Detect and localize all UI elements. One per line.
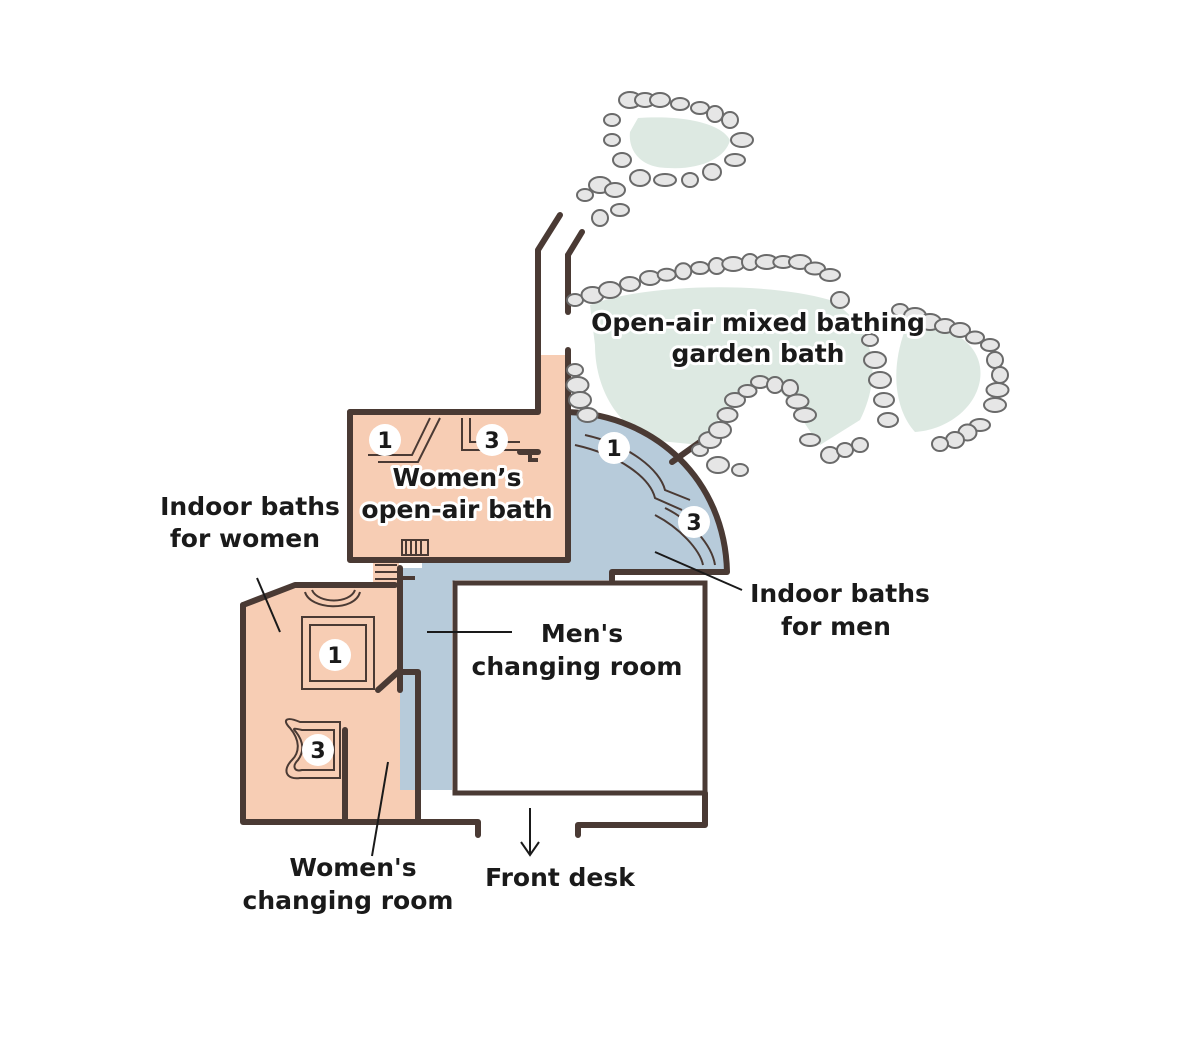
mens-corridor bbox=[400, 568, 452, 790]
label-mixed-bath-line2: garden bath bbox=[672, 339, 845, 368]
garden-stone bbox=[576, 407, 599, 423]
marker-womens-indoor-3: 3 bbox=[302, 734, 334, 766]
garden-stone bbox=[819, 268, 841, 282]
garden-stone bbox=[610, 203, 630, 217]
label-womens-changing-line1: Women's bbox=[289, 853, 416, 882]
garden-stone bbox=[568, 391, 592, 409]
garden-stone bbox=[649, 92, 671, 108]
womens-indoor-tub-outlines bbox=[284, 589, 375, 780]
garden-stone bbox=[949, 322, 971, 338]
garden-stone bbox=[706, 456, 730, 474]
garden-stone bbox=[576, 188, 594, 202]
garden-stone bbox=[716, 407, 739, 423]
garden-stone bbox=[656, 267, 677, 282]
marker-womens-indoor-1: 1 bbox=[319, 639, 351, 671]
mens-changing-room bbox=[452, 580, 708, 796]
garden-stone bbox=[603, 113, 621, 127]
marker-womens-open-air-1: 1 bbox=[369, 424, 401, 456]
garden-stone bbox=[629, 169, 651, 187]
garden-stone bbox=[598, 281, 622, 299]
label-indoor-women-line2: for women bbox=[170, 524, 320, 553]
garden-stone bbox=[690, 261, 710, 275]
label-mens-changing-line1: Men's bbox=[541, 619, 623, 648]
garden-stone bbox=[730, 132, 754, 148]
leader-lines bbox=[256, 551, 743, 857]
marker-mens-indoor-1: 1 bbox=[598, 432, 630, 464]
label-indoor-women-line1: Indoor baths bbox=[160, 492, 340, 521]
garden-stone bbox=[721, 111, 739, 129]
garden-stone bbox=[702, 163, 722, 181]
svg-text:3: 3 bbox=[484, 429, 499, 454]
label-indoor-men-line2: for men bbox=[781, 612, 891, 641]
mens-indoor-bath-area bbox=[422, 412, 727, 588]
garden-stone bbox=[721, 256, 746, 272]
garden-stone bbox=[766, 376, 784, 394]
svg-text:1: 1 bbox=[327, 644, 342, 669]
garden-stone bbox=[991, 366, 1009, 384]
wall-details bbox=[400, 452, 538, 580]
garden-stone bbox=[612, 152, 632, 168]
marker-womens-open-air-3: 3 bbox=[476, 424, 508, 456]
garden-stone bbox=[565, 376, 590, 394]
label-womens-open-air-line1: Women’s bbox=[392, 463, 521, 492]
garden-stone bbox=[868, 371, 892, 389]
garden-stone bbox=[670, 97, 690, 111]
garden-stone bbox=[619, 276, 641, 292]
label-indoor-men-line1: Indoor baths bbox=[750, 579, 930, 608]
garden-stone bbox=[793, 407, 817, 423]
garden-stone bbox=[708, 421, 732, 439]
garden-stone bbox=[706, 105, 724, 123]
garden-stone bbox=[980, 338, 1000, 352]
garden-stone bbox=[836, 442, 854, 458]
garden-stone bbox=[653, 173, 677, 187]
label-womens-open-air-line2: open-air bath bbox=[361, 495, 552, 524]
garden-stone bbox=[804, 261, 826, 276]
garden-stone bbox=[603, 133, 621, 147]
right-garden-pool bbox=[896, 327, 981, 432]
women-upper-corridor bbox=[538, 355, 570, 417]
garden-stone bbox=[674, 262, 693, 281]
garden-stone bbox=[737, 384, 758, 398]
garden-stone bbox=[591, 209, 609, 227]
garden-stone bbox=[785, 393, 810, 410]
garden-stone bbox=[799, 433, 821, 447]
svg-text:3: 3 bbox=[686, 511, 701, 536]
garden-stone bbox=[985, 382, 1010, 398]
garden-stone bbox=[877, 412, 899, 428]
garden-stone bbox=[724, 153, 746, 167]
garden-stone bbox=[965, 330, 985, 345]
svg-text:3: 3 bbox=[310, 739, 325, 764]
garden-stone bbox=[861, 333, 879, 347]
garden-stone bbox=[986, 351, 1004, 369]
garden-stone bbox=[604, 182, 626, 198]
garden-stone bbox=[851, 437, 869, 453]
svg-text:1: 1 bbox=[606, 437, 621, 462]
label-mens-changing-line2: changing room bbox=[472, 652, 683, 681]
garden-stone bbox=[681, 172, 699, 188]
label-mixed-bath-line1: Open-air mixed bathing bbox=[591, 308, 925, 337]
label-womens-changing-line2: changing room bbox=[243, 886, 454, 915]
garden-stone bbox=[983, 397, 1007, 413]
garden-stone bbox=[731, 463, 749, 477]
label-front-desk: Front desk bbox=[485, 863, 636, 892]
garden-stone bbox=[566, 363, 584, 377]
svg-text:1: 1 bbox=[377, 429, 392, 454]
upper-garden-pool bbox=[629, 117, 730, 169]
garden-stone bbox=[863, 351, 887, 369]
garden-stone bbox=[873, 392, 895, 408]
marker-mens-indoor-3: 3 bbox=[678, 506, 710, 538]
garden-stone bbox=[931, 436, 949, 452]
garden-stone bbox=[830, 291, 850, 309]
garden-stones bbox=[565, 91, 1010, 477]
garden-stone bbox=[724, 392, 746, 408]
